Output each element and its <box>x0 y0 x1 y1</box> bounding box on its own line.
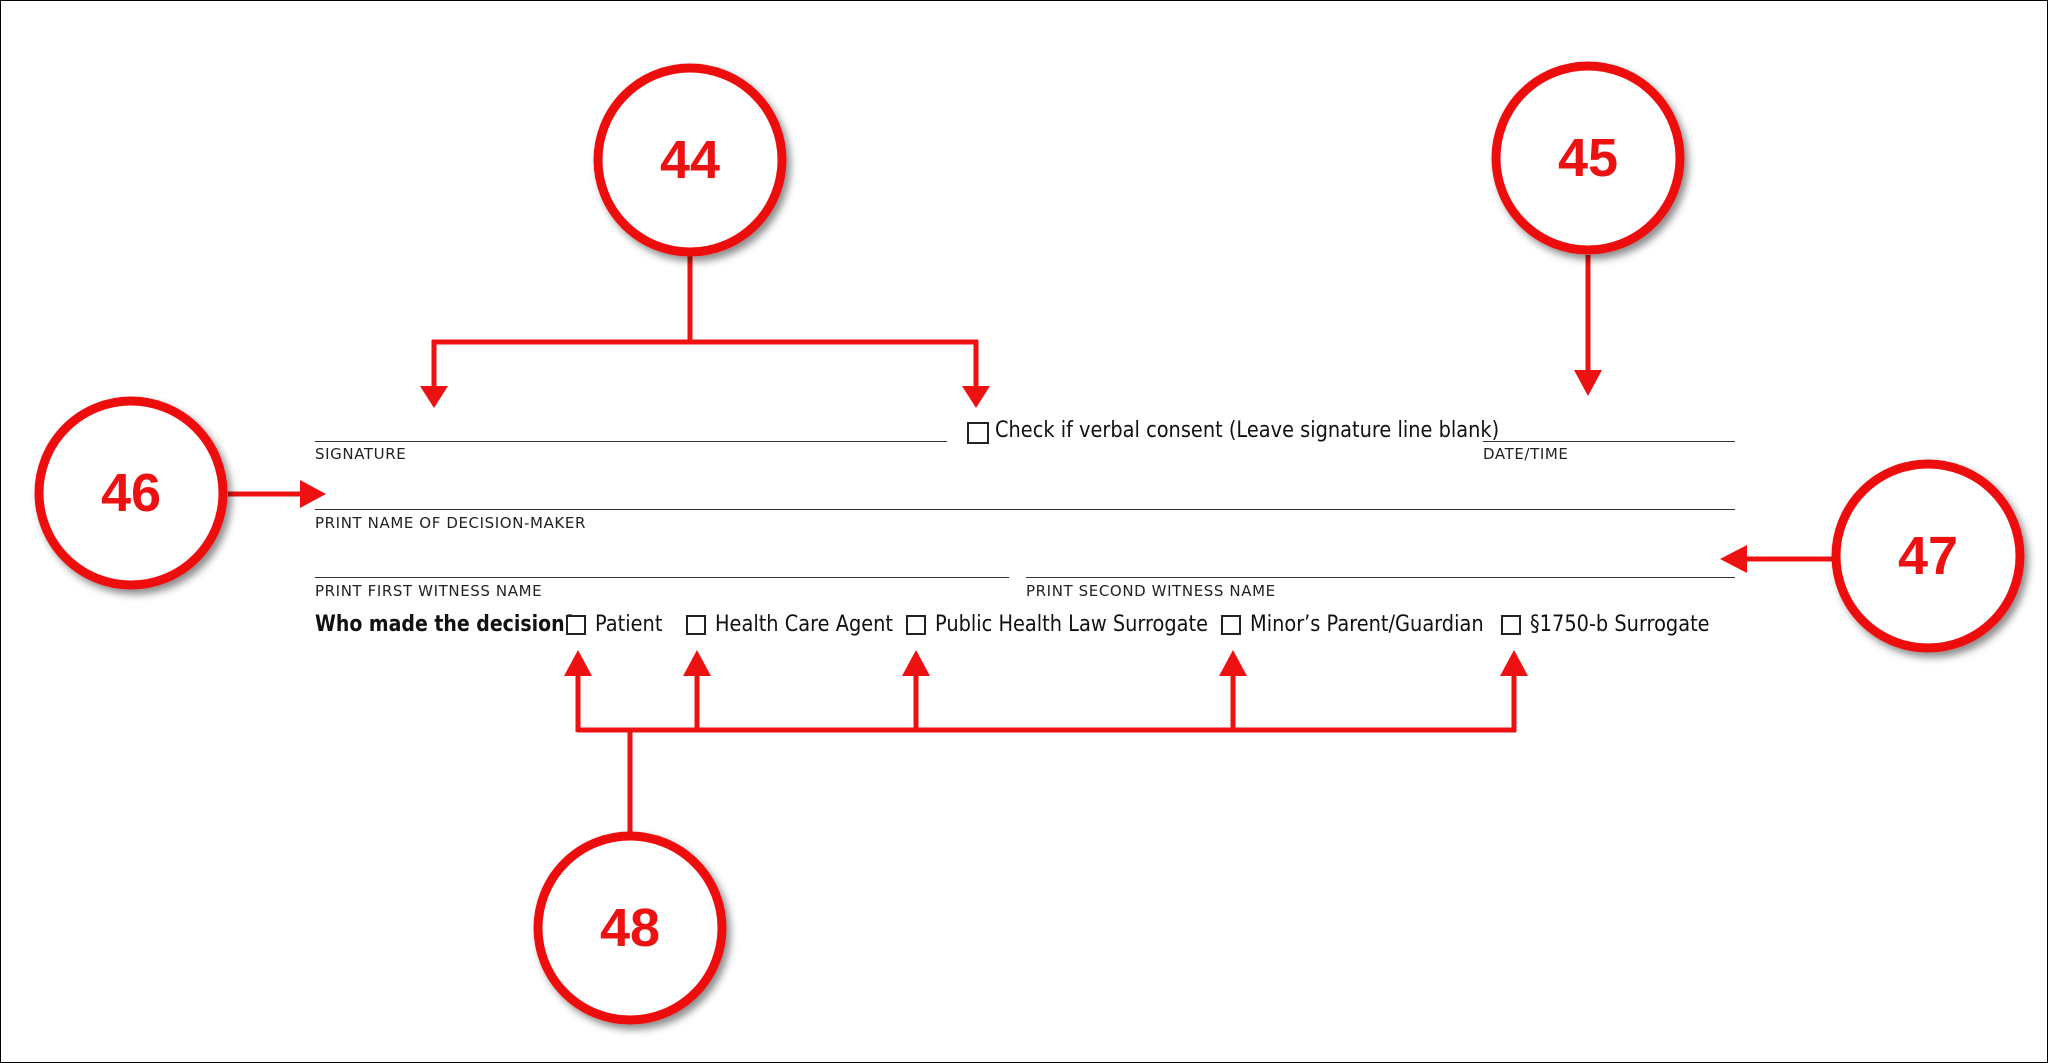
connector-lines <box>228 255 1834 832</box>
public-health-law-surrogate-checkbox[interactable] <box>906 615 926 635</box>
public-health-law-surrogate-option-label: Public Health Law Surrogate <box>935 612 1209 637</box>
callout-45: 45 <box>1491 61 1685 255</box>
arrowhead-48-1750b <box>1500 650 1528 676</box>
1750b-surrogate-option-label: §1750-b Surrogate <box>1530 612 1710 637</box>
health-care-agent-option-label: Health Care Agent <box>715 612 894 637</box>
arrowhead-44-right <box>962 386 990 408</box>
callout-47: 47 <box>1831 459 2025 653</box>
first-witness-label: PRINT FIRST WITNESS NAME <box>315 582 543 600</box>
callout-44: 44 <box>593 63 787 257</box>
verbal-consent-checkbox[interactable] <box>967 422 989 444</box>
arrowhead-48-agent <box>683 650 711 676</box>
callout-47-number: 47 <box>1898 526 1958 586</box>
callout-45-number: 45 <box>1558 128 1618 188</box>
datetime-label: DATE/TIME <box>1483 445 1569 463</box>
arrowhead-47 <box>1720 545 1747 573</box>
verbal-consent-label: Check if verbal consent (Leave signature… <box>995 418 1500 443</box>
second-witness-line[interactable] <box>1026 577 1735 578</box>
decision-question: Who made the decision? <box>315 612 576 637</box>
second-witness-label: PRINT SECOND WITNESS NAME <box>1026 582 1276 600</box>
callout-48-number: 48 <box>600 898 660 958</box>
arrowhead-45 <box>1574 370 1602 396</box>
datetime-line[interactable] <box>1483 441 1735 442</box>
print-name-label: PRINT NAME OF DECISION-MAKER <box>315 514 586 532</box>
health-care-agent-checkbox[interactable] <box>686 615 706 635</box>
print-name-line[interactable] <box>315 509 1735 510</box>
callout-46: 46 <box>34 396 228 590</box>
callout-48: 48 <box>533 831 727 1025</box>
callout-46-number: 46 <box>101 463 161 523</box>
minors-parent-guardian-option-label: Minor’s Parent/Guardian <box>1250 612 1484 637</box>
first-witness-line[interactable] <box>315 577 1009 578</box>
signature-label: SIGNATURE <box>315 445 407 463</box>
callout-44-number: 44 <box>660 130 720 190</box>
patient-checkbox[interactable] <box>566 615 586 635</box>
patient-option-label: Patient <box>595 612 663 637</box>
arrowhead-48-minor <box>1219 650 1247 676</box>
arrowhead-48-patient <box>564 650 592 676</box>
signature-line[interactable] <box>315 441 947 442</box>
arrowhead-46 <box>300 480 326 508</box>
1750b-surrogate-checkbox[interactable] <box>1501 615 1521 635</box>
minors-parent-guardian-checkbox[interactable] <box>1221 615 1241 635</box>
arrowhead-44-left <box>420 386 448 408</box>
arrowheads <box>300 370 1747 676</box>
arrowhead-48-phl <box>902 650 930 676</box>
